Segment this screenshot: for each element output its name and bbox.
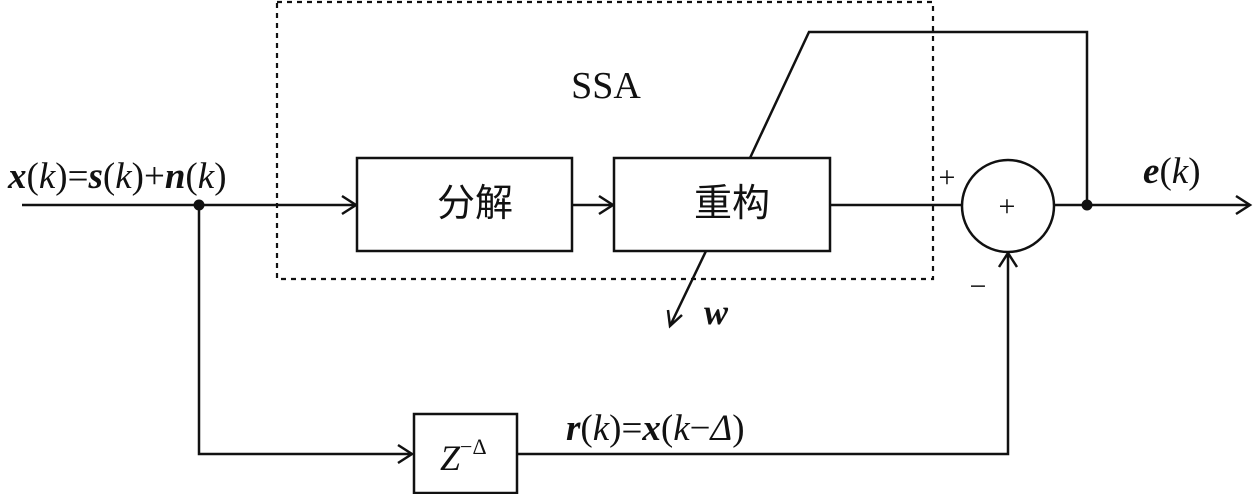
- reference-signal-label: r(k)=x(k−Δ): [566, 408, 745, 449]
- delay-branch-line: [197, 205, 412, 456]
- weights-arrow-line: [668, 250, 708, 327]
- weights-arrowhead: [666, 309, 683, 329]
- reconstruct-label: 重构: [694, 183, 770, 225]
- output-arrowhead: [1235, 194, 1253, 216]
- weights-label: w: [704, 292, 729, 332]
- delay-input-arrowhead: [397, 443, 415, 465]
- reconstruct-block: [612, 156, 832, 253]
- ssa-boundary: [275, 0, 935, 281]
- output-signal-label: e(k): [1143, 151, 1201, 192]
- ssa-label: SSA: [571, 65, 641, 107]
- decompose-label: 分解: [437, 183, 513, 225]
- reference-path: [517, 253, 1010, 456]
- delay-label: Z−Δ: [440, 434, 487, 478]
- reference-arrowhead: [997, 250, 1019, 268]
- summer-plus-sign: +: [939, 161, 956, 194]
- summer-symbol: +: [999, 190, 1016, 223]
- output-junction-dot: [1081, 199, 1093, 211]
- delay-block: [412, 412, 519, 494]
- summer-minus-sign: −: [970, 270, 987, 303]
- feedback-path: [748, 30, 1089, 205]
- decompose-block: [355, 156, 574, 253]
- input-signal-label: x(k)=s(k)+n(k): [7, 156, 227, 197]
